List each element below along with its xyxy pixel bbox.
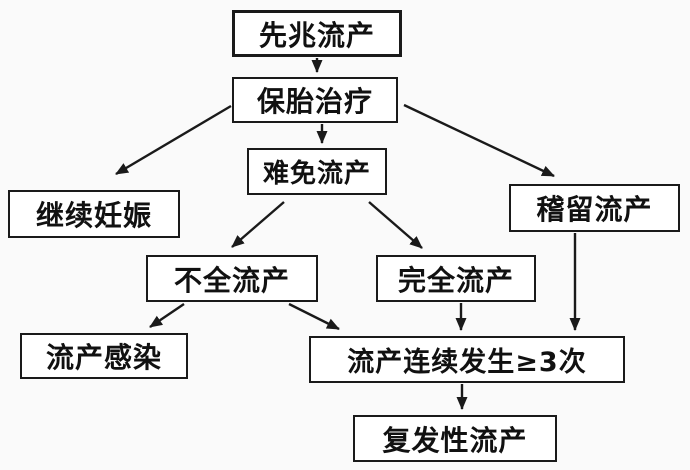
arrow-inevitable-to-complete (368, 201, 423, 249)
node-incomplete-abortion: 不全流产 (146, 255, 318, 302)
node-consecutive-abortions: 流产连续发生≥3次 (309, 336, 625, 383)
node-missed-abortion: 稽留流产 (509, 184, 680, 232)
node-tocolytic-treatment: 保胎治疗 (232, 77, 398, 123)
arrow-incomplete-to-infection (149, 303, 185, 328)
node-continue-pregnancy: 继续妊娠 (8, 190, 180, 238)
node-abortion-infection: 流产感染 (20, 333, 188, 379)
node-inevitable-abortion: 难免流产 (247, 148, 387, 195)
arrow-inevitable-to-incomplete (231, 201, 285, 248)
arrow-treatment-to-missed (403, 103, 555, 178)
node-recurrent-abortion: 复发性流产 (353, 415, 557, 462)
arrow-treatment-to-continue (115, 104, 232, 176)
node-complete-abortion: 完全流产 (376, 255, 536, 302)
arrow-incomplete-to-consecutive (288, 302, 340, 331)
node-threatened-abortion: 先兆流产 (232, 10, 402, 57)
